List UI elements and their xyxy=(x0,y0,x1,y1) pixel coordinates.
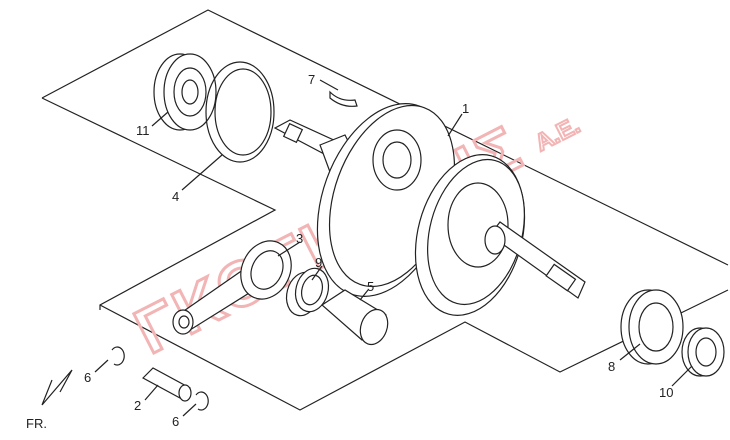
bearing-part-8 xyxy=(620,289,684,365)
callout-10: 10 xyxy=(659,385,673,400)
callout-7: 7 xyxy=(308,72,315,87)
callout-6-upper: 6 xyxy=(84,370,91,385)
crank-pin-part-5 xyxy=(321,289,389,346)
leader-lines xyxy=(94,79,693,417)
circlip-part-6-upper xyxy=(111,346,125,366)
callout-3: 3 xyxy=(296,231,303,246)
callout-1: 1 xyxy=(462,101,469,116)
bearing-part-11 xyxy=(153,53,217,131)
callout-8: 8 xyxy=(608,359,615,374)
callout-6-lower: 6 xyxy=(172,414,179,429)
woodruff-key-part-7 xyxy=(329,90,358,107)
piston-pin-part-2 xyxy=(142,367,192,402)
seal-part-4 xyxy=(205,61,275,163)
callout-9: 9 xyxy=(315,255,322,270)
callout-5: 5 xyxy=(367,279,374,294)
assembly-outline-lower xyxy=(99,289,729,411)
callout-2: 2 xyxy=(134,398,141,413)
watermark-suffix: Α.Ε. xyxy=(531,112,585,157)
circlip-part-6-lower xyxy=(195,391,209,411)
oil-seal-part-10 xyxy=(681,327,725,377)
assembly-outline-upper xyxy=(41,9,729,266)
assembly-outline-left xyxy=(41,97,277,310)
callout-4: 4 xyxy=(172,189,179,204)
callout-11: 11 xyxy=(136,123,150,138)
front-direction-label: FR. xyxy=(26,416,47,431)
crankshaft-right-shaft xyxy=(484,221,586,299)
needle-bearing-part-9 xyxy=(285,267,330,317)
crank-web-right xyxy=(414,154,526,316)
front-direction-arrow-icon xyxy=(41,369,73,406)
